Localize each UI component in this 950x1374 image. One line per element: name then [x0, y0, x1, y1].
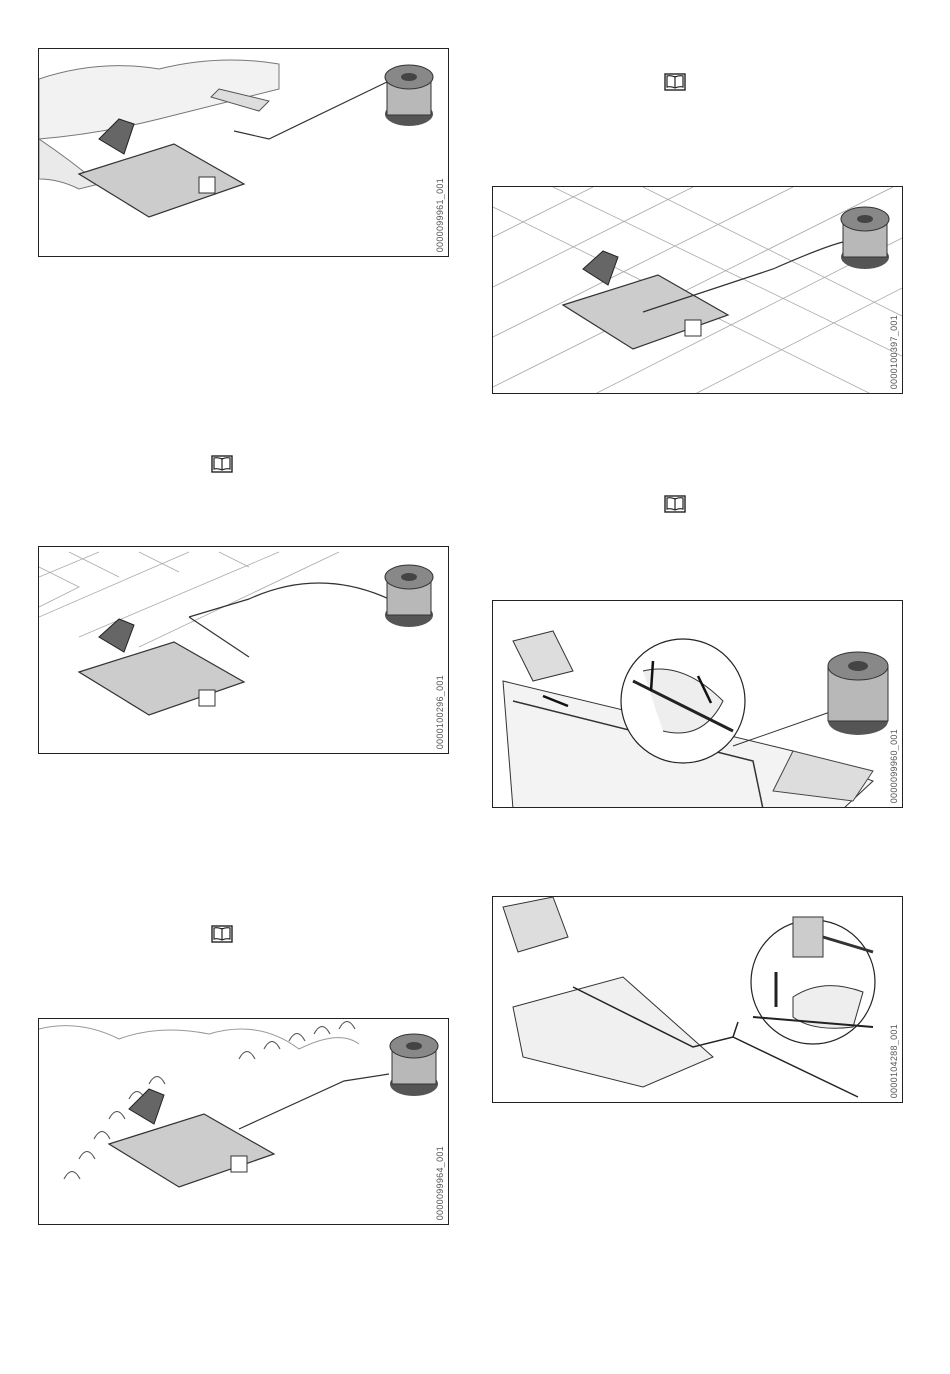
illustration-paving — [39, 547, 449, 754]
figure-paving: 0000100296_001 — [38, 546, 449, 754]
illustration-wire-insertion — [493, 601, 903, 808]
figure-wire-insertion: 0000099960_001 — [492, 600, 903, 808]
figure-hedge: 0000099964_001 — [38, 1018, 449, 1225]
book-icon — [664, 495, 686, 513]
figure-id: 0000099960_001 — [889, 729, 899, 803]
book-icon — [664, 73, 686, 91]
book-icon — [211, 925, 233, 943]
figure-id: 0000104288_001 — [889, 1024, 899, 1098]
illustration-paving-center — [493, 187, 903, 394]
figure-paving-center: 0000100397_001 — [492, 186, 903, 394]
illustration-wall-edge — [39, 49, 449, 257]
figure-wall-edge: 0000099961_001 — [38, 48, 449, 257]
illustration-hedge — [39, 1019, 449, 1225]
figure-id: 0000099961_001 — [435, 178, 445, 252]
illustration-peg-hammer — [493, 897, 903, 1103]
figure-id: 0000099964_001 — [435, 1146, 445, 1220]
figure-peg-hammer: 0000104288_001 — [492, 896, 903, 1103]
figure-id: 0000100397_001 — [889, 315, 899, 389]
book-icon — [211, 455, 233, 473]
figure-id: 0000100296_001 — [435, 675, 445, 749]
